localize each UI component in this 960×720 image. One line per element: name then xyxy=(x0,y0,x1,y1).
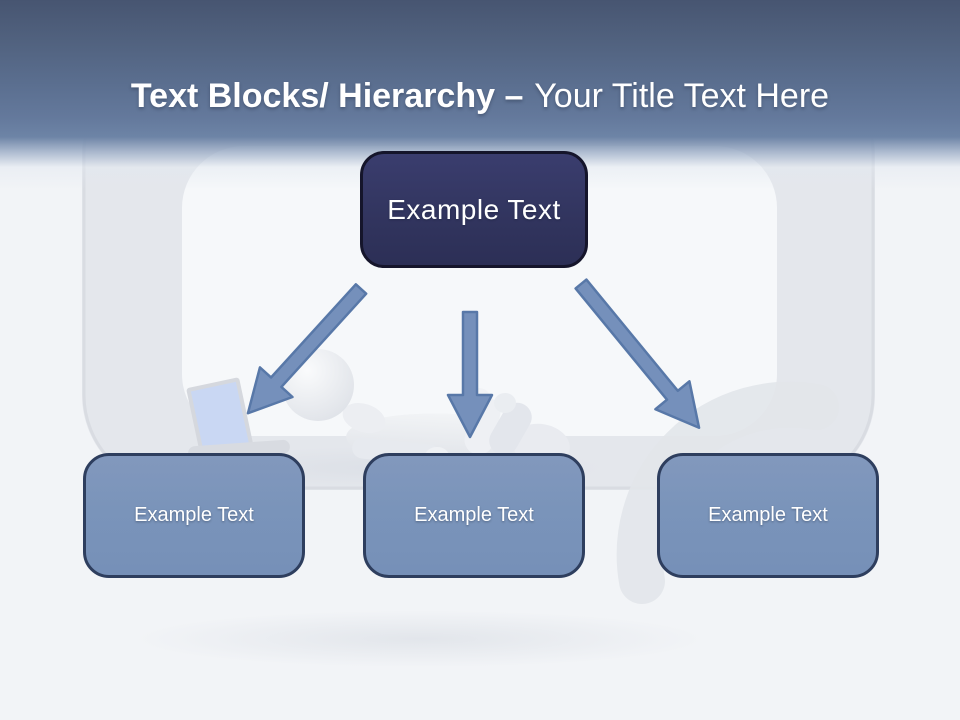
arrow-down-right-icon xyxy=(574,278,701,429)
slide-title: Text Blocks/ Hierarchy – Your Title Text … xyxy=(0,76,960,116)
hierarchy-root-box: Example Text xyxy=(360,151,588,268)
child-box-label: Example Text xyxy=(708,504,828,526)
title-bold-segment: Text Blocks/ Hierarchy – xyxy=(130,76,524,115)
floor-shadow xyxy=(130,610,710,668)
person-foot xyxy=(494,393,516,413)
hierarchy-child-box-3: Example Text xyxy=(657,453,879,578)
arrow-down-icon xyxy=(446,310,494,439)
child-box-label: Example Text xyxy=(414,504,534,526)
arrow-down-left-icon xyxy=(246,283,368,415)
hierarchy-child-box-2: Example Text xyxy=(363,453,585,578)
hierarchy-child-box-1: Example Text xyxy=(83,453,305,578)
root-box-label: Example Text xyxy=(387,193,561,225)
child-box-label: Example Text xyxy=(134,504,254,526)
swoosh-curve xyxy=(616,381,839,604)
title-regular-segment: Your Title Text Here xyxy=(534,76,830,115)
